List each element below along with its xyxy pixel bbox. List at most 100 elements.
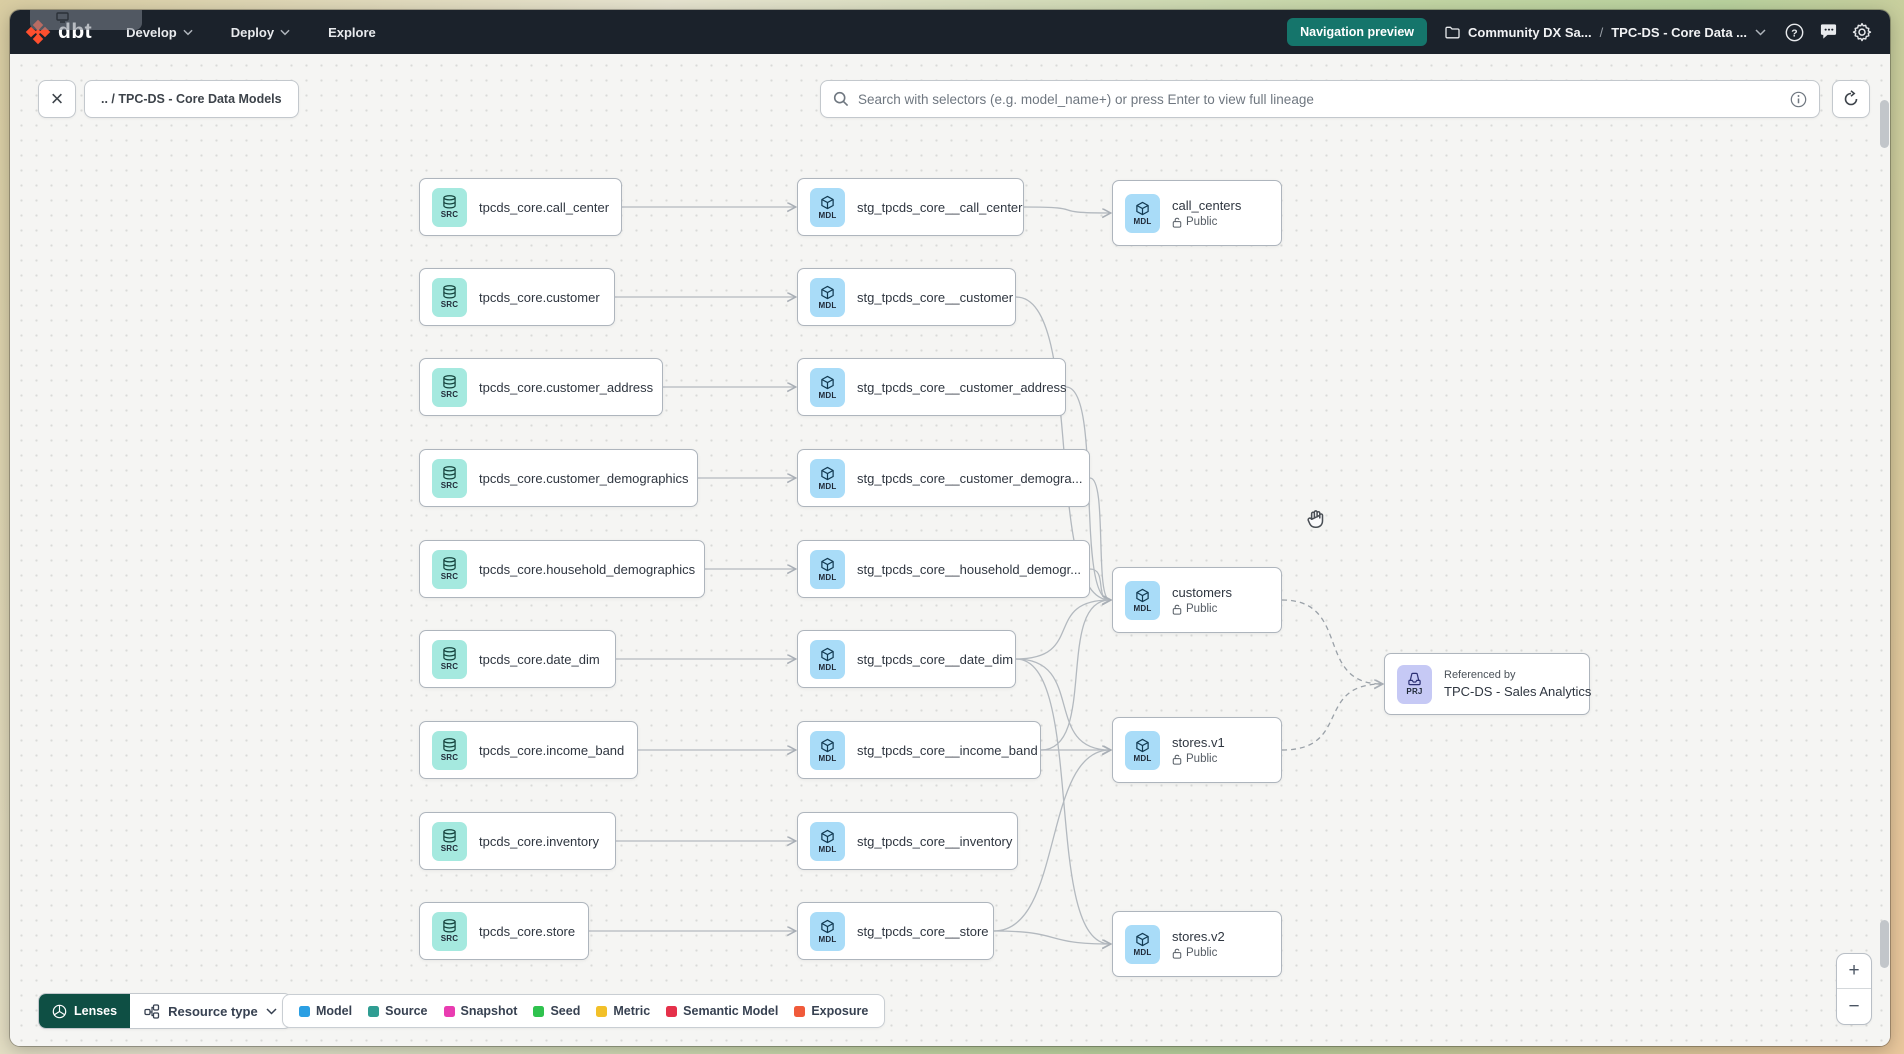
model-cube-icon — [821, 738, 834, 752]
node-type-tag: PRJ — [1406, 687, 1423, 696]
node-type-tag: MDL — [818, 300, 837, 310]
node-type-badge: SRC — [432, 187, 467, 227]
help-icon[interactable]: ? — [1784, 22, 1804, 42]
resource-type-icon — [144, 1003, 160, 1019]
search-input[interactable] — [858, 91, 1781, 107]
lineage-edge-m6-p2 — [1015, 600, 1110, 660]
zoom-in-button[interactable]: + — [1837, 954, 1871, 989]
node-type-tag: MDL — [818, 572, 837, 582]
node-type-badge: MDL — [1125, 924, 1160, 964]
model-cube-icon — [821, 557, 834, 571]
lineage-node-m5[interactable]: MDL stg_tpcds_core__household_demogr... — [797, 540, 1090, 598]
node-type-tag: MDL — [818, 662, 837, 672]
legend-item-seed: Seed — [533, 1004, 580, 1018]
settings-icon[interactable] — [1852, 22, 1872, 42]
lenses-button[interactable]: Lenses — [39, 994, 131, 1028]
lineage-edge-m4-p2 — [1089, 477, 1110, 600]
node-type-badge: SRC — [432, 821, 467, 861]
breadcrumb-separator: / — [1599, 24, 1604, 40]
node-type-badge: SRC — [432, 549, 467, 589]
legend-swatch — [533, 1005, 545, 1017]
lenses-icon — [52, 1004, 67, 1018]
node-type-tag: MDL — [1133, 603, 1152, 613]
database-icon — [443, 647, 456, 661]
scrollbar-thumb[interactable] — [1880, 920, 1889, 968]
legend-item-model: Model — [299, 1004, 352, 1018]
node-label: TPC-DS - Sales Analytics — [1444, 684, 1592, 699]
legend-item-exposure: Exposure — [794, 1004, 868, 1018]
node-type-badge: MDL — [810, 277, 845, 317]
close-lineage-button[interactable]: × — [38, 80, 76, 118]
node-type-badge: SRC — [432, 277, 467, 317]
nav-item-explore[interactable]: Explore — [328, 25, 376, 40]
resource-type-dropdown[interactable]: Resource type — [130, 994, 291, 1028]
lineage-breadcrumb-chip[interactable]: .. / TPC-DS - Core Data Models — [84, 80, 299, 118]
chevron-down-icon — [266, 1007, 277, 1015]
nav-item-label: Explore — [328, 24, 376, 40]
lineage-controls: Lenses Resource type — [38, 993, 292, 1029]
lineage-edge-m9-p3 — [993, 750, 1110, 932]
node-access-badge: Public — [1172, 947, 1225, 959]
node-type-badge: MDL — [1125, 193, 1160, 233]
lineage-edge-p2-prj — [1281, 599, 1382, 684]
info-icon[interactable] — [1790, 91, 1807, 108]
node-type-badge: MDL — [810, 367, 845, 407]
lineage-edge-p3-prj — [1281, 684, 1382, 751]
node-label: stg_tpcds_core__household_demogr... — [857, 561, 1082, 577]
node-type-badge: MDL — [810, 911, 845, 951]
breadcrumb[interactable]: Community DX Sa... / TPC-DS - Core Data … — [1445, 25, 1766, 40]
node-type-tag: MDL — [818, 753, 837, 763]
search-icon — [833, 91, 849, 107]
model-cube-icon — [1136, 588, 1149, 602]
node-type-badge: SRC — [432, 911, 467, 951]
node-label: stores.v1 — [1172, 735, 1225, 750]
node-access-badge: Public — [1172, 753, 1225, 765]
node-type-badge: MDL — [1125, 580, 1160, 620]
feedback-icon[interactable] — [1818, 22, 1838, 42]
legend-label: Snapshot — [460, 1004, 518, 1018]
breadcrumb-page[interactable]: TPC-DS - Core Data ... — [1611, 24, 1747, 40]
node-type-tag: SRC — [440, 210, 459, 219]
lineage-breadcrumb-label: .. / TPC-DS - Core Data Models — [101, 92, 282, 106]
node-type-tag: MDL — [1133, 947, 1152, 957]
node-label: call_centers — [1172, 198, 1242, 213]
breadcrumb-project[interactable]: Community DX Sa... — [1468, 24, 1592, 40]
lineage-edges — [589, 54, 1890, 1046]
node-type-badge: SRC — [432, 639, 467, 679]
zoom-out-button[interactable]: − — [1848, 995, 1860, 1017]
nav-item-deploy[interactable]: Deploy — [231, 25, 290, 40]
refresh-lineage-button[interactable] — [1832, 80, 1870, 118]
navigation-preview-button[interactable]: Navigation preview — [1287, 18, 1428, 46]
database-icon — [443, 195, 456, 209]
node-type-tag: SRC — [440, 662, 459, 671]
scrollbar-thumb[interactable] — [1880, 100, 1889, 148]
legend-label: Semantic Model — [683, 1004, 779, 1018]
database-icon — [443, 375, 456, 389]
lineage-search-bar — [820, 80, 1820, 118]
chevron-down-icon — [1755, 28, 1766, 36]
